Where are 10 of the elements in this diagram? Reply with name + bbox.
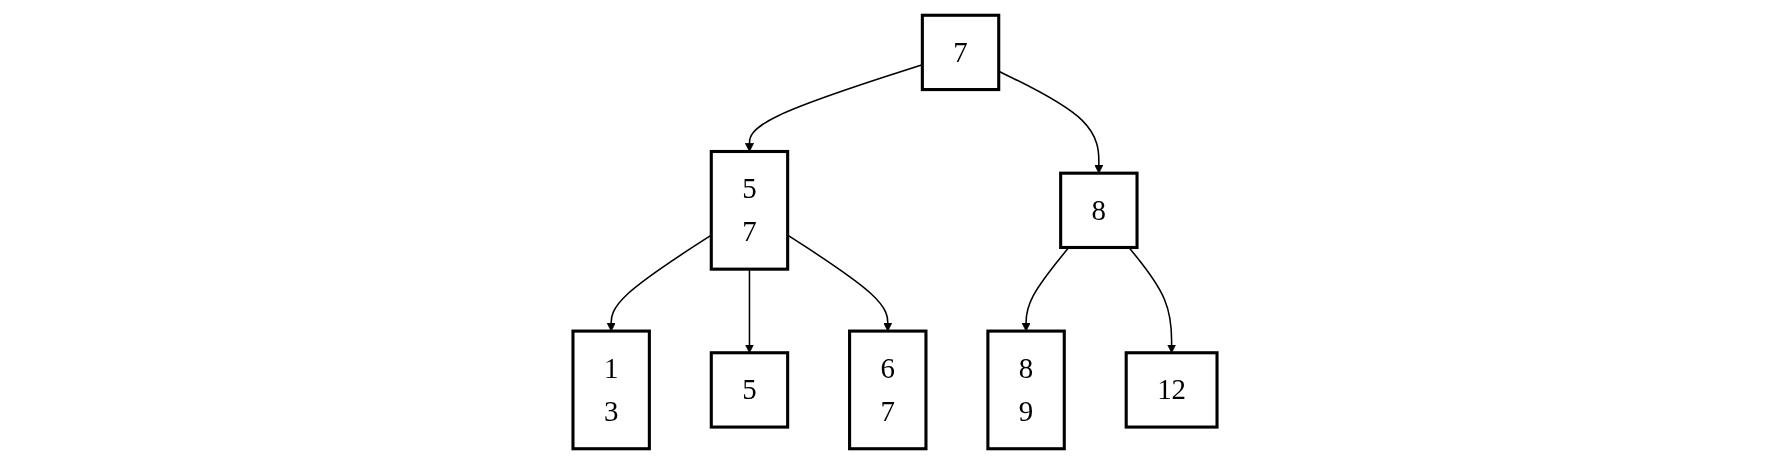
node-box: 1 3 [571, 329, 651, 450]
node-box: 7 [920, 13, 1001, 91]
arrow [1021, 246, 1070, 331]
node-box: 12 [1124, 350, 1219, 429]
node-box: 5 [709, 350, 790, 429]
node-box: 8 [1059, 171, 1139, 249]
arrow [1128, 246, 1177, 353]
node-box: 8 9 [986, 329, 1066, 450]
node-box: 6 7 [848, 329, 928, 450]
node-box: 5 7 [709, 149, 790, 271]
